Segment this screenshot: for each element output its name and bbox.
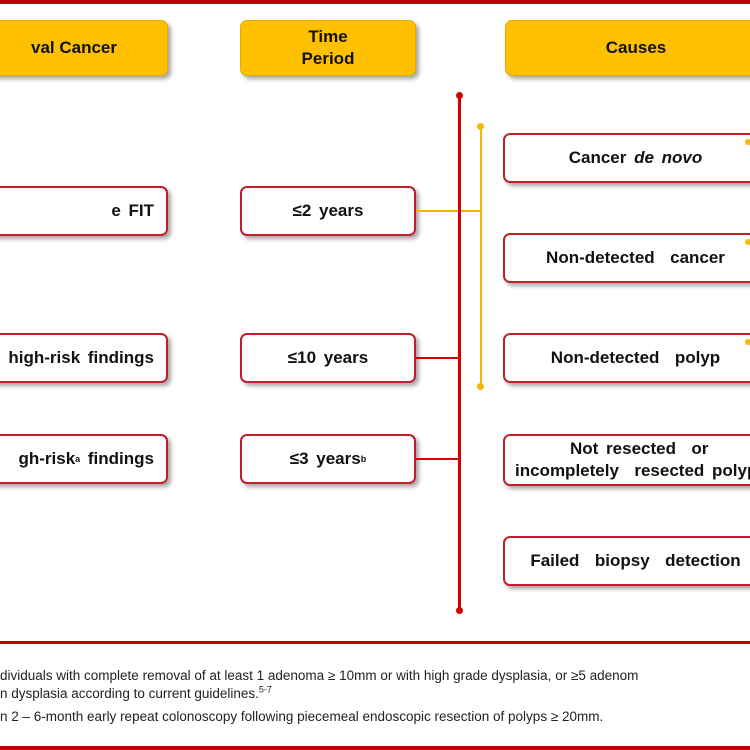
cause-box-not-resected: Not resected or incompletely resected po… (503, 434, 750, 486)
yellow-marker-dot (745, 139, 750, 145)
cause-box-non-detected-polyp: Non-detected polyp (503, 333, 750, 383)
red-vertical-line (458, 95, 461, 611)
interval-cancer-box-high-risk: high-risk findings (0, 333, 168, 383)
connector-yellow-2y (416, 210, 480, 212)
footnote-a-line2: n dysplasia according to current guideli… (0, 684, 272, 701)
cause-label: Non-detected cancer (546, 248, 725, 267)
time-label: ≤2 years (292, 201, 364, 220)
cause-box-cancer-de-novo: Cancer de novo (503, 133, 750, 183)
time-box-2-years: ≤2 years (240, 186, 416, 236)
connector-red-3y (416, 458, 460, 460)
box-label: gh-risk (18, 449, 76, 468)
cause-box-non-detected-cancer: Non-detected cancer (503, 233, 750, 283)
yellow-line-top-dot (477, 123, 484, 130)
yellow-marker-dot (745, 239, 750, 245)
cause-label-italic: de novo (634, 148, 703, 167)
connector-red-10y (416, 357, 460, 359)
bottom-rule (0, 746, 750, 750)
footnote-divider (0, 641, 750, 644)
cause-label: Non-detected polyp (550, 348, 721, 367)
cause-label: Cancer de novo (568, 148, 703, 167)
red-line-top-dot (456, 92, 463, 99)
interval-cancer-box-fit: e FIT (0, 186, 168, 236)
footnote-a-line1: dividuals with complete removal of at le… (0, 668, 639, 683)
time-label: ≤10 years (287, 348, 369, 367)
yellow-marker-dot (745, 339, 750, 345)
yellow-line-bottom-dot (477, 383, 484, 390)
box-label-suffix: findings (80, 449, 154, 468)
time-box-10-years: ≤10 years (240, 333, 416, 383)
box-label: e FIT (111, 201, 154, 220)
cause-box-failed-biopsy: Failed biopsy detection (503, 536, 750, 586)
header-interval-cancer: val Cancer (0, 20, 168, 76)
top-rule (0, 0, 750, 4)
time-label: ≤3 years (289, 449, 361, 468)
reference-superscript: 5-7 (258, 684, 272, 695)
cause-label: Failed biopsy detection (530, 551, 741, 570)
box-label: high-risk findings (8, 348, 154, 367)
header-time-period: Time Period (240, 20, 416, 76)
cause-label-line2: incompletely resected polyp (515, 461, 750, 480)
cause-label-line1: Not resected or (570, 439, 709, 458)
red-line-bottom-dot (456, 607, 463, 614)
footnote-b-line1: n 2 – 6-month early repeat colonoscopy f… (0, 709, 604, 724)
header-causes: Causes (505, 20, 750, 76)
yellow-vertical-line (480, 127, 482, 387)
